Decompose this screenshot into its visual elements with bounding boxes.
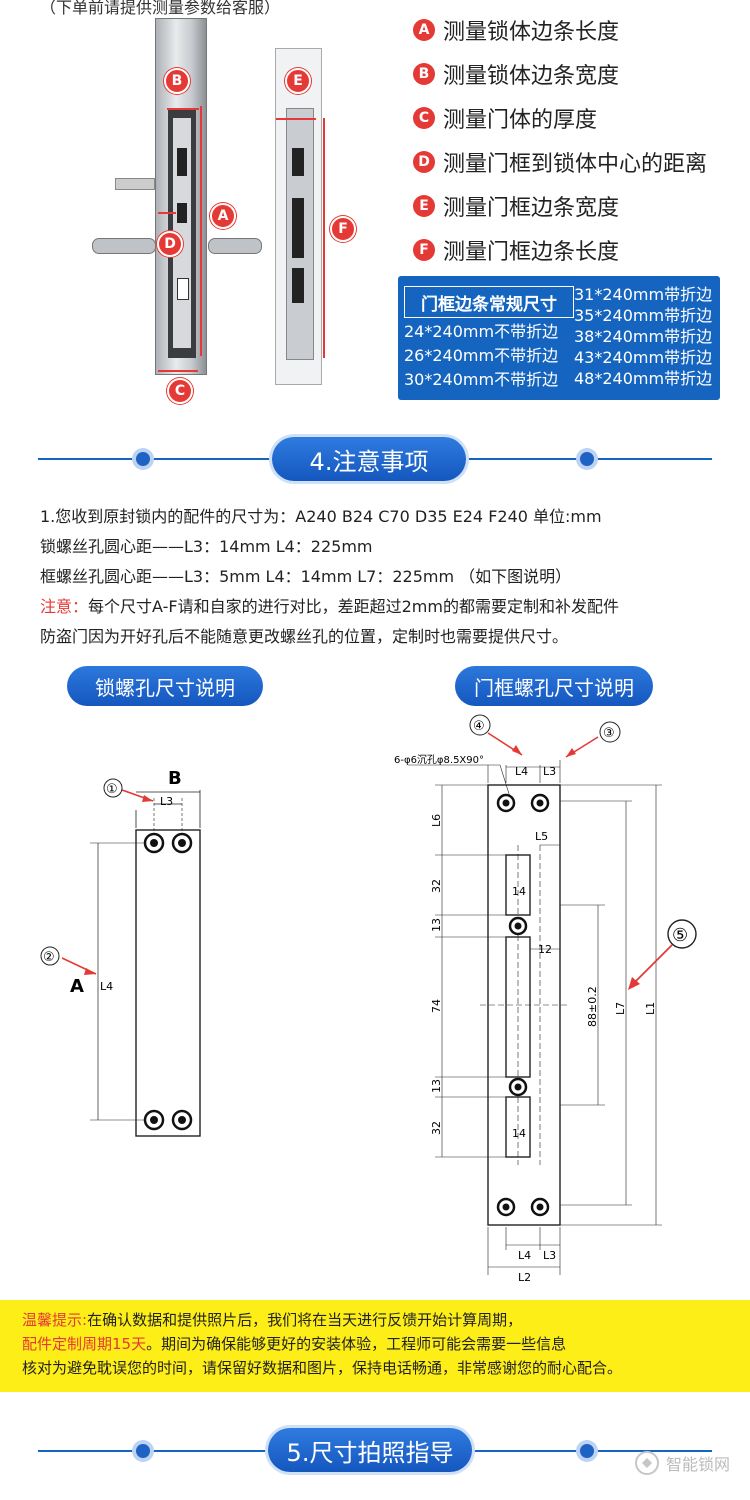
dim-32-lower: 32	[430, 1121, 443, 1135]
screw-hole-icon	[143, 832, 193, 1131]
lock-l3-label: L3	[160, 795, 173, 808]
dim-14-upper: 14	[512, 885, 526, 898]
dim-88: 88±0.2	[586, 986, 599, 1027]
size-item: 31*240mm带折边	[574, 285, 713, 304]
measurement-legend: A 测量锁体边条长度 B 测量锁体边条宽度 C 测量门体的厚度 D 测量门框到锁…	[413, 8, 748, 272]
badge-e-icon: E	[285, 68, 311, 94]
note-line-5: 防盗门因为开好孔后不能随意更改螺丝孔的位置，定制时也需要提供尺寸。	[40, 627, 569, 646]
lock-hole-diagram: B L3 A L4 ① ②	[40, 768, 201, 1137]
watermark-text: 智能锁网	[665, 1455, 730, 1474]
dim-12: 12	[538, 943, 552, 956]
size-item: 43*240mm带折边	[574, 348, 713, 367]
callout-1-icon: ①	[106, 782, 118, 797]
badge-c-icon: C	[167, 378, 193, 404]
note-line-1: 1.您收到原封锁内的配件的尺寸为：A240 B24 C70 D35 E24 F2…	[40, 507, 602, 526]
size-box-title: 门框边条常规尺寸	[404, 286, 574, 318]
dim-32-upper: 32	[430, 879, 443, 893]
badge-d-icon: D	[157, 231, 183, 257]
lock-photo-area: B A D C E F	[60, 18, 385, 404]
tip-line-3: 核对为避免耽误您的时间，请保留好数据和图片，保持电话畅通，非常感谢您的耐心配合。	[22, 1359, 623, 1377]
section-dot-icon	[136, 1444, 150, 1458]
size-item: 48*240mm带折边	[574, 369, 713, 388]
dim-14-lower: 14	[512, 1127, 526, 1140]
hole-spec-label: 6-φ6沉孔φ8.5X90°	[394, 753, 484, 766]
frame-size-box: 门框边条常规尺寸 24*240mm不带折边 26*240mm不带折边 30*24…	[398, 276, 720, 400]
lock-label-b: B	[168, 768, 182, 789]
callout-3-icon: ③	[603, 726, 615, 741]
frame-hole-title: 门框螺孔尺寸说明	[455, 666, 653, 706]
notes-block: 1.您收到原封锁内的配件的尺寸为：A240 B24 C70 D35 E24 F2…	[40, 502, 730, 652]
legend-text: 测量锁体边条宽度	[443, 64, 620, 89]
dim-13-upper: 13	[430, 918, 443, 932]
section-5-title: 5.尺寸拍照指导	[268, 1428, 472, 1472]
section-4-title: 4.注意事项	[272, 437, 466, 481]
lock-handle-image	[92, 238, 156, 254]
legend-text: 测量锁体边条长度	[443, 20, 620, 45]
frame-l4-top-label: L4	[515, 765, 528, 778]
warm-tip-banner: 温馨提示:在确认数据和提供照片后，我们将在当天进行反馈开始计算周期， 配件定制周…	[0, 1300, 750, 1392]
letter-d-icon: D	[413, 151, 435, 173]
callout-4-icon: ④	[473, 719, 485, 734]
tip-label: 温馨提示:	[22, 1311, 88, 1329]
frame-hole-diagram: ④ ③ ⑤ 6-φ6沉孔φ8.5X90° L4 L3 L5 L4 L3 L2 1…	[394, 714, 697, 1284]
screw-hole-icon	[496, 793, 550, 1217]
legend-text: 测量门框边条宽度	[443, 196, 620, 221]
size-item: 24*240mm不带折边	[404, 322, 559, 341]
frame-l3-top-label: L3	[543, 765, 556, 778]
section-dot-icon	[580, 1444, 594, 1458]
watermark-logo-icon	[634, 1451, 659, 1475]
lock-hole-title: 锁螺孔尺寸说明	[67, 666, 263, 706]
badge-b-icon: B	[164, 68, 190, 94]
legend-text: 测量门框边条长度	[443, 240, 620, 265]
letter-b-icon: B	[413, 63, 435, 85]
frame-l4-bottom-label: L4	[518, 1249, 531, 1262]
tip-text-1: 在确认数据和提供照片后，我们将在当天进行反馈开始计算周期，	[87, 1311, 523, 1329]
tip-text-2: 。期间为确保能够更好的安装体验，工程师可能会需要一些信息	[146, 1335, 567, 1353]
legend-item: F 测量门框边条长度	[413, 228, 748, 272]
frame-l7-label: L7	[614, 1002, 627, 1015]
dim-13-lower: 13	[430, 1079, 443, 1093]
top-note: （下单前请提供测量参数给客服）	[40, 0, 281, 17]
size-item: 35*240mm带折边	[574, 306, 713, 325]
size-list-left: 24*240mm不带折边 26*240mm不带折边 30*240mm不带折边	[404, 320, 558, 392]
legend-text: 测量门框到锁体中心的距离	[443, 152, 708, 177]
section-dot-icon	[136, 452, 150, 466]
section-dot-icon	[580, 452, 594, 466]
legend-item: D 测量门框到锁体中心的距离	[413, 140, 748, 184]
dim-74: 74	[430, 999, 443, 1013]
frame-l3-bottom-label: L3	[543, 1249, 556, 1262]
lock-label-a: A	[70, 976, 84, 997]
tip-line-1: 温馨提示:在确认数据和提供照片后，我们将在当天进行反馈开始计算周期，	[22, 1300, 750, 1332]
size-item: 38*240mm带折边	[574, 327, 713, 346]
letter-f-icon: F	[413, 239, 435, 261]
frame-l2-label: L2	[518, 1271, 531, 1284]
legend-item: B 测量锁体边条宽度	[413, 52, 748, 96]
note-line-4: 注意：每个尺寸A-F请和自家的进行对比，差距超过2mm的都需要定制和补发配件	[40, 592, 730, 622]
letter-c-icon: C	[413, 107, 435, 129]
legend-text: 测量门体的厚度	[443, 108, 598, 133]
size-list-right: 31*240mm带折边 35*240mm带折边 38*240mm带折边 43*2…	[574, 284, 712, 389]
size-item: 30*240mm不带折边	[404, 370, 559, 389]
frame-l1-label: L1	[644, 1002, 657, 1015]
note-line-2: 锁螺丝孔圆心距——L3：14mm L4：225mm	[40, 537, 373, 556]
legend-item: C 测量门体的厚度	[413, 96, 748, 140]
tip-line-2: 配件定制周期15天。期间为确保能够更好的安装体验，工程师可能会需要一些信息	[22, 1332, 750, 1356]
tip-period: 配件定制周期15天	[22, 1335, 147, 1353]
legend-item: E 测量门框边条宽度	[413, 184, 748, 228]
frame-l5-label: L5	[535, 830, 548, 843]
badge-f-icon: F	[330, 216, 356, 242]
watermark: 智能锁网	[634, 1450, 730, 1476]
lock-l4-label: L4	[100, 980, 113, 993]
note-line-3: 框螺丝孔圆心距——L3：5mm L4：14mm L7：225mm （如下图说明）	[40, 567, 572, 586]
size-item: 26*240mm不带折边	[404, 346, 559, 365]
letter-a-icon: A	[413, 19, 435, 41]
note-warning-label: 注意：	[40, 597, 89, 616]
callout-5-icon: ⑤	[672, 925, 688, 946]
badge-a-icon: A	[210, 203, 236, 229]
legend-item: A 测量锁体边条长度	[413, 8, 748, 52]
letter-e-icon: E	[413, 195, 435, 217]
note-warning-text: 每个尺寸A-F请和自家的进行对比，差距超过2mm的都需要定制和补发配件	[88, 597, 619, 616]
callout-2-icon: ②	[43, 950, 55, 965]
frame-l6-label: L6	[430, 814, 443, 827]
